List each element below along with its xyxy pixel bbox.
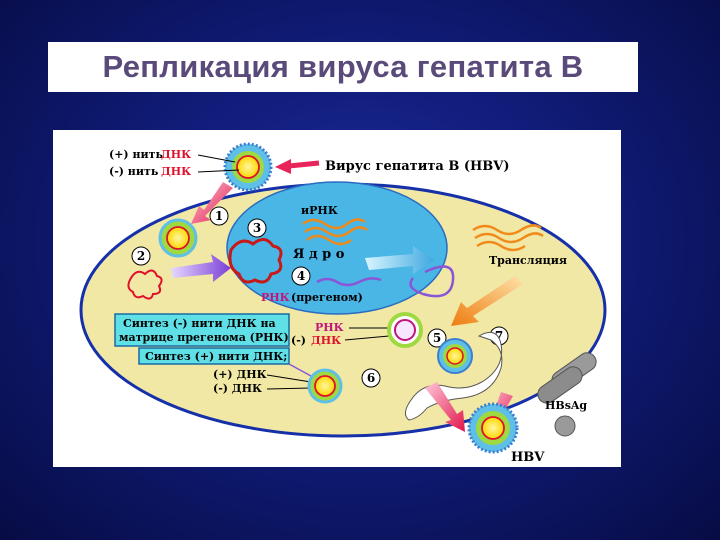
- minus-strand-dna: ДНК: [161, 165, 191, 178]
- virus-label: Вирус гепатита В (HBV): [325, 159, 510, 174]
- assembly-arrow: [451, 276, 523, 326]
- minus-label: (-): [291, 334, 306, 347]
- synthesis-box-plus: [138, 347, 290, 365]
- pregenome-rna: РНК: [261, 291, 290, 304]
- nucleus: [226, 181, 448, 315]
- step-7: 7: [495, 329, 503, 343]
- synthesis-minus-line2: матрице прегенома (РНК): [119, 331, 289, 344]
- nucleus-label: Я д р о: [293, 247, 345, 262]
- synthesis-plus-label: Синтез (+) нити ДНК;: [145, 350, 287, 363]
- rna-export-arrow: [365, 246, 435, 274]
- entry-arrow: [191, 182, 233, 224]
- title-box: Репликация вируса гепатита В: [48, 42, 638, 92]
- hbsag-label: HBsAg: [545, 399, 587, 412]
- minus-label-bottom: (-) ДНК: [213, 382, 262, 395]
- synthesis-box-minus: [114, 313, 290, 347]
- step-1: 1: [215, 209, 223, 223]
- released-hbv-virion: [467, 402, 519, 454]
- hbsag-particles: [537, 352, 597, 437]
- hbv-label: HBV: [511, 450, 545, 465]
- step-5: 5: [433, 331, 441, 345]
- released-dna: [127, 269, 163, 300]
- mrna-label: иРНК: [301, 204, 338, 217]
- slide-title: Репликация вируса гепатита В: [102, 49, 584, 84]
- cccdna: [228, 238, 283, 284]
- plus-strand-label: (+) нить: [109, 148, 163, 161]
- minus-dna-label: ДНК: [311, 334, 341, 347]
- step1-particle: [158, 218, 198, 258]
- step-6: 6: [367, 371, 375, 385]
- virus-entering: [223, 142, 273, 192]
- step-4: 4: [297, 269, 305, 283]
- exit-arrow-left: [425, 382, 465, 432]
- er-particle: [437, 338, 473, 374]
- er-membrane: [405, 331, 503, 421]
- plus-strand-dna: ДНК: [161, 148, 191, 161]
- rna-label: РНК: [315, 321, 344, 334]
- step6-particle: [307, 368, 343, 404]
- step-3: 3: [253, 221, 261, 235]
- pregenome-label: (прегеном): [291, 291, 363, 304]
- step-2: 2: [137, 249, 145, 263]
- translation-label: Трансляция: [489, 254, 567, 267]
- hbv-replication-diagram: (+) нить ДНК (-) нить ДНК Вирус гепатита…: [53, 130, 621, 467]
- plus-label-bottom: (+) ДНК: [213, 368, 267, 381]
- minus-strand-label: (-) нить: [109, 165, 159, 178]
- dna-to-nucleus-arrow: [171, 254, 231, 282]
- synthesis-minus-line1: Синтез (-) нити ДНК на: [123, 317, 276, 330]
- step5-nucleocapsid: [387, 312, 423, 348]
